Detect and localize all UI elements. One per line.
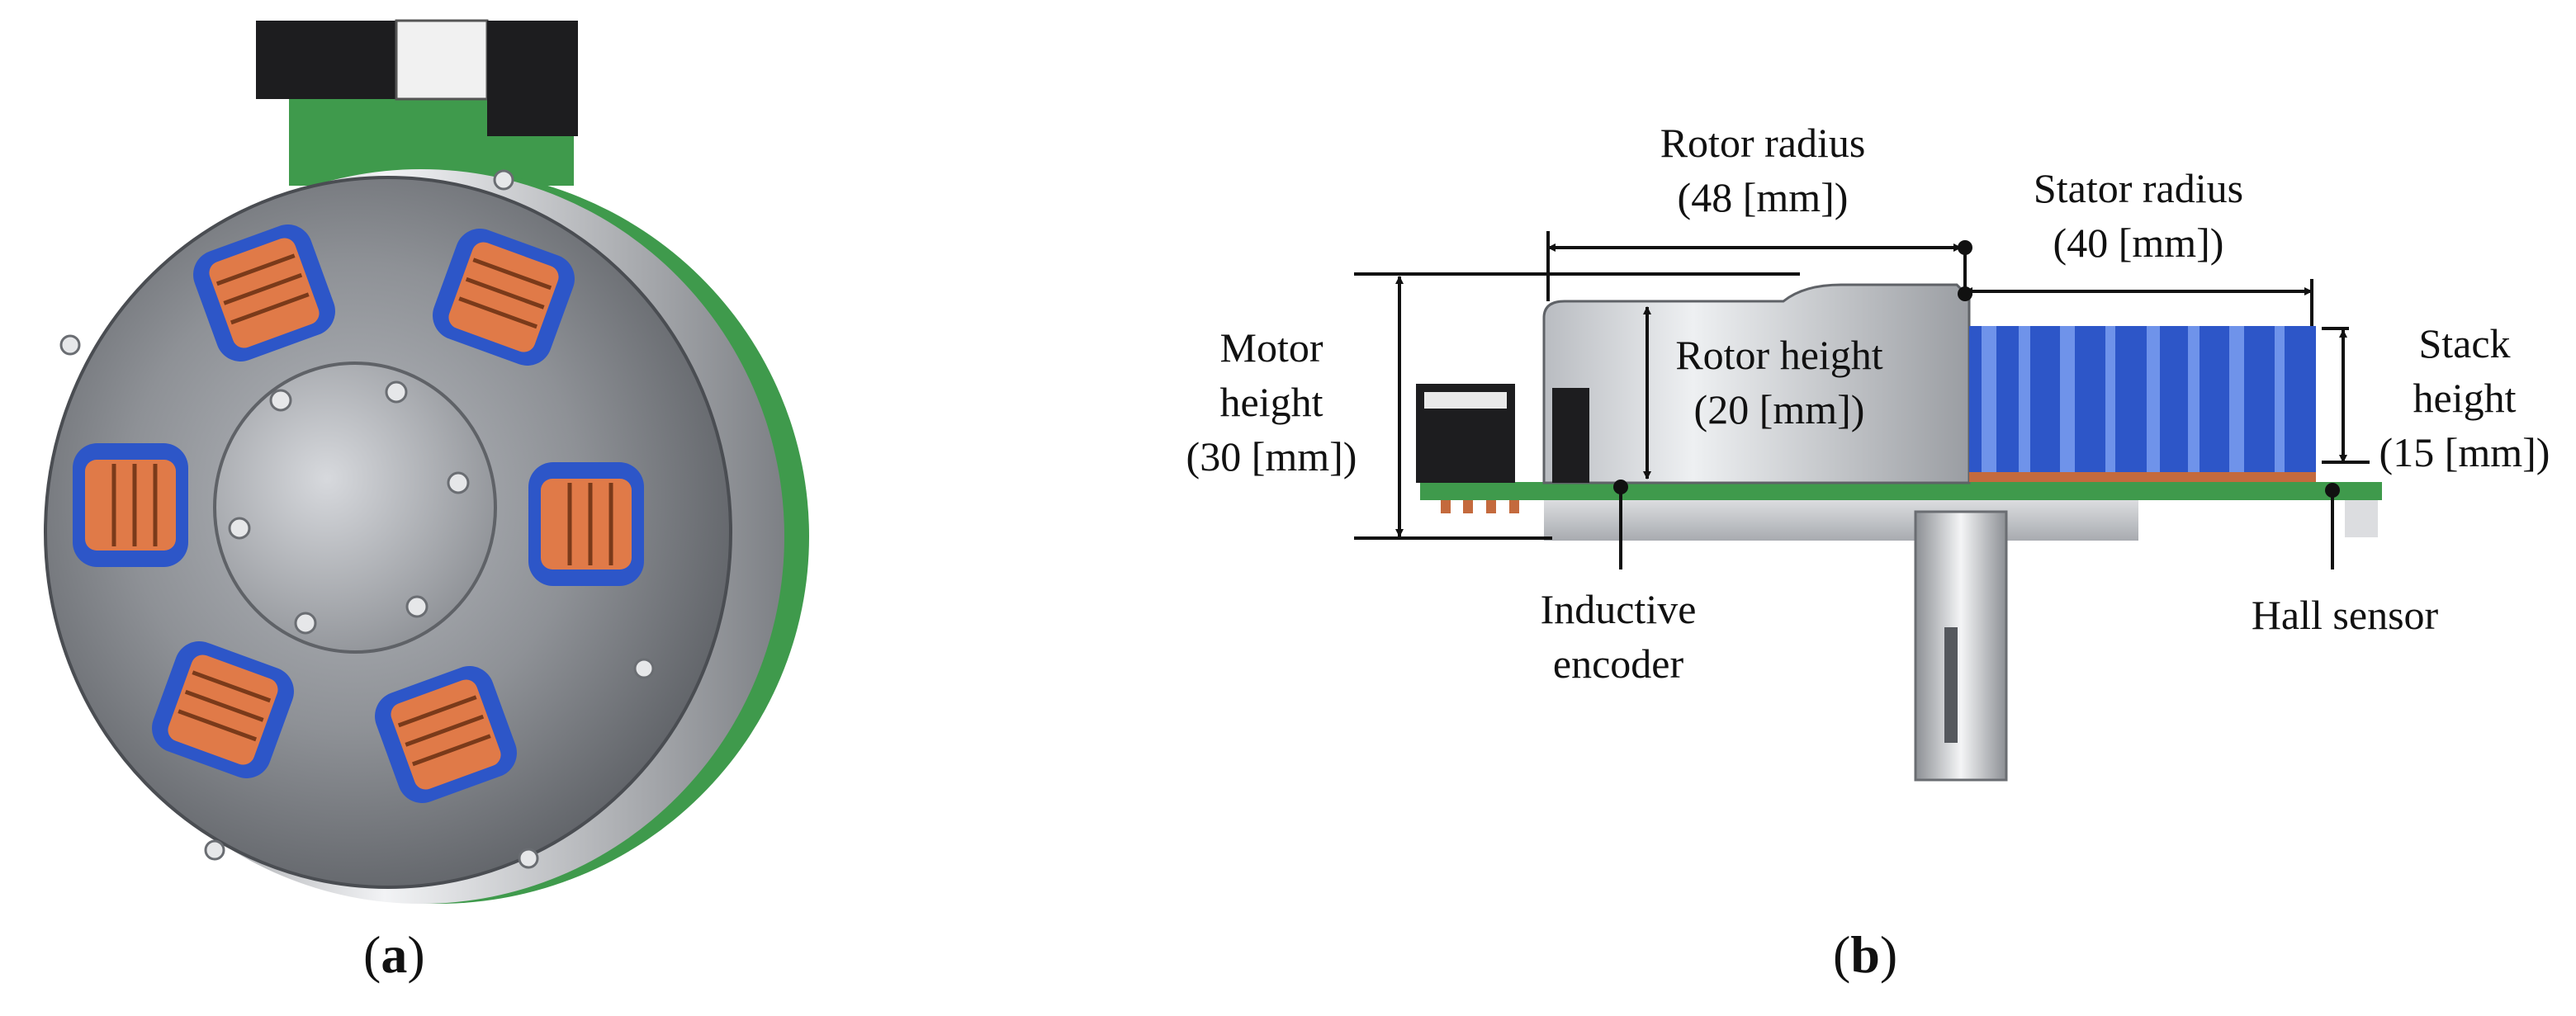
rim-bolts	[59, 169, 655, 869]
dimension-dots	[1613, 240, 2340, 498]
rotor-radius-line1: Rotor radius	[1660, 120, 1866, 166]
stack-height-line3: (15 [mm])	[2379, 429, 2550, 475]
motor-height-label: Motor height (30 [mm])	[1164, 320, 1379, 484]
stator-radius-line2: (40 [mm])	[2053, 220, 2224, 266]
stack-height-label: Stack height (15 [mm])	[2357, 316, 2572, 480]
motor-height-line2: height	[1219, 379, 1324, 425]
stator-radius-dot	[1958, 286, 1972, 301]
rotor-side-part	[1552, 388, 1589, 483]
shaft	[1914, 510, 2008, 782]
rotor-height-line2: (20 [mm])	[1693, 386, 1865, 432]
rotor-height-label: Rotor height (20 [mm])	[1655, 328, 1903, 437]
stack-height-line1: Stack	[2418, 320, 2511, 366]
caption-a-letter: a	[381, 925, 408, 984]
panel-a-motor-render	[44, 19, 809, 904]
stator-stack	[1969, 326, 2316, 482]
connector-white	[395, 19, 489, 101]
stator-coils	[73, 224, 644, 803]
caption-a-open: (	[363, 925, 381, 984]
connector-right	[487, 21, 578, 136]
encoder-dot	[1613, 480, 1628, 494]
hall-sensor-label: Hall sensor	[2251, 592, 2439, 638]
stator-radius-label: Stator radius (40 [mm])	[1990, 161, 2287, 270]
connector-left	[256, 21, 421, 99]
panel-b-side-view	[1354, 231, 2382, 782]
rotor-radius-label: Rotor radius (48 [mm])	[1598, 116, 1928, 224]
pcb-edge-part	[2345, 500, 2378, 537]
rotor-height-line1: Rotor height	[1675, 332, 1883, 378]
inductive-encoder-line2: encoder	[1552, 640, 1684, 687]
caption-b-open: (	[1833, 925, 1851, 984]
pcb-components	[1441, 500, 1519, 513]
caption-b: (b)	[1833, 924, 1897, 985]
caption-a-close: )	[407, 925, 425, 984]
stator-radius-line1: Stator radius	[2033, 165, 2244, 211]
rotor-radius-dot	[1958, 240, 1972, 255]
inductive-encoder-line1: Inductive	[1540, 586, 1697, 632]
dimension-lines	[1354, 231, 2370, 569]
stack-height-line2: height	[2413, 375, 2517, 421]
motor-height-line3: (30 [mm])	[1186, 433, 1357, 480]
hub	[213, 362, 497, 654]
caption-b-close: )	[1879, 925, 1898, 984]
motor-height-line1: Motor	[1219, 324, 1324, 371]
caption-a: (a)	[363, 924, 425, 985]
inductive-encoder-label: Inductive encoder	[1494, 582, 1742, 691]
rotor-radius-line2: (48 [mm])	[1677, 174, 1849, 220]
shaft-keyway	[1944, 627, 1958, 743]
hub-bolts	[228, 380, 470, 635]
hall-sensor-dot	[2325, 483, 2340, 498]
caption-b-letter: b	[1850, 925, 1880, 984]
side-connector-top	[1424, 392, 1507, 409]
pcb-board	[1420, 482, 2382, 500]
